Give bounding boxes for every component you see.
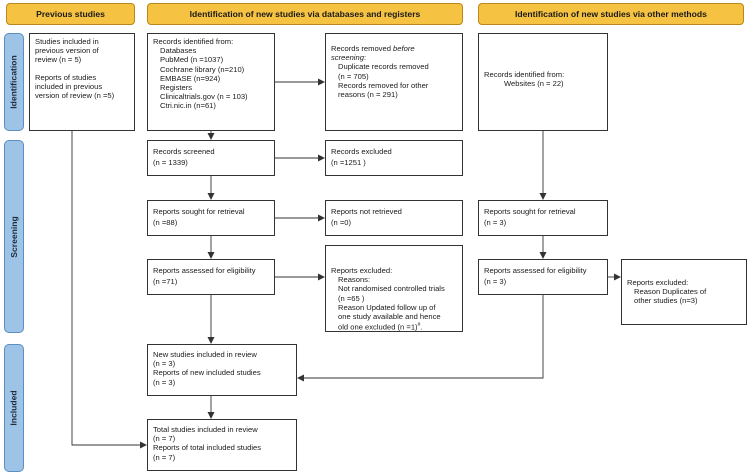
box-line: (n = 3) bbox=[153, 377, 176, 387]
box-line: Records identified from: bbox=[153, 37, 234, 46]
box-line: Reports sought for retrieval bbox=[484, 207, 576, 216]
total-studies-included-box: Total studies included in review (n = 7)… bbox=[147, 419, 297, 471]
box-line: New studies included in review bbox=[153, 350, 257, 359]
box-line: PubMed (n =1037) bbox=[160, 55, 224, 65]
box-line: Reports not retrieved bbox=[331, 207, 402, 216]
box-line: (n = 3) bbox=[484, 277, 507, 287]
box-line: version of review (n =5) bbox=[35, 91, 115, 101]
previous-studies-box: Studies included in previous version of … bbox=[29, 33, 135, 131]
box-line: Reason Updated follow up of bbox=[338, 302, 436, 312]
box-line: Reasons: bbox=[338, 275, 371, 285]
text-run: screening bbox=[331, 53, 364, 63]
new-studies-included-box: New studies included in review (n = 3) R… bbox=[147, 344, 297, 396]
box-line: Reports excluded: bbox=[627, 278, 689, 287]
arrow-previous-to-total bbox=[71, 131, 147, 449]
box-line: Records identified from: bbox=[484, 70, 565, 79]
text-run: Records removed bbox=[331, 44, 394, 53]
reports-sought-box: Reports sought for retrieval (n =88) bbox=[147, 200, 275, 236]
box-line: (n = 3) bbox=[153, 359, 176, 369]
box-line: Databases bbox=[160, 46, 197, 56]
header-previous-studies: Previous studies bbox=[6, 3, 135, 25]
header-databases-registers: Identification of new studies via databa… bbox=[147, 3, 463, 25]
box-line: (n = 705) bbox=[338, 71, 369, 81]
box-line: Websites (n = 22) bbox=[504, 79, 564, 89]
other-reports-sought-box: Reports sought for retrieval (n = 3) bbox=[478, 200, 608, 236]
box-line: Reports sought for retrieval bbox=[153, 207, 245, 216]
text-run: . bbox=[420, 322, 423, 332]
box-line: Reports of new included studies bbox=[153, 368, 261, 378]
box-line: Records screened bbox=[153, 147, 215, 156]
other-records-identified-box: Records identified from: Websites (n = 2… bbox=[478, 33, 608, 131]
box-line: Duplicate records removed bbox=[338, 62, 429, 72]
box-line: Records removed for other bbox=[338, 80, 429, 90]
box-line: one study available and hence bbox=[338, 312, 441, 322]
records-removed-box: Records removed before screening: Duplic… bbox=[325, 33, 463, 131]
other-reports-excluded-box: Reports excluded: Reason Duplicates of o… bbox=[621, 259, 747, 325]
stage-identification: Identification bbox=[4, 33, 24, 131]
box-line: other studies (n=3) bbox=[634, 296, 698, 306]
text-run: old one excluded (n =1) bbox=[338, 322, 418, 332]
box-line: Reports of studies bbox=[35, 72, 97, 82]
records-screened-box: Records screened (n = 1339) bbox=[147, 140, 275, 176]
records-identified-box: Records identified from: Databases PubMe… bbox=[147, 33, 275, 131]
box-line: Registers bbox=[160, 83, 193, 93]
box-line: Studies included in bbox=[35, 37, 99, 46]
other-reports-assessed-box: Reports assessed for eligibility (n = 3) bbox=[478, 259, 608, 295]
box-line: Not randomised controlled trials bbox=[338, 284, 445, 294]
box-line: (n = 7) bbox=[153, 434, 176, 444]
box-line: review (n = 5) bbox=[35, 55, 82, 65]
box-line: (n = 1339) bbox=[153, 158, 188, 168]
box-line: Records excluded bbox=[331, 147, 392, 156]
box-line: reasons (n = 291) bbox=[338, 90, 398, 100]
box-line: Ctri.nic.in (n=61) bbox=[160, 101, 216, 111]
box-line: old one excluded (n =1)#. bbox=[331, 321, 457, 332]
reports-assessed-box: Reports assessed for eligibility (n =71) bbox=[147, 259, 275, 295]
text-run: : bbox=[363, 53, 367, 63]
reports-not-retrieved-box: Reports not retrieved (n =0) bbox=[325, 200, 463, 236]
stage-screening: Screening bbox=[4, 140, 24, 333]
box-line: (n =1251 ) bbox=[331, 158, 366, 168]
box-line: (n =65 ) bbox=[338, 293, 365, 303]
box-line: (n =0) bbox=[331, 218, 352, 228]
box-line: Reason Duplicates of bbox=[634, 287, 707, 297]
box-line: (n = 3) bbox=[484, 218, 507, 228]
box-line: (n =71) bbox=[153, 277, 178, 287]
header-other-methods: Identification of new studies via other … bbox=[478, 3, 744, 25]
text-run: before bbox=[393, 44, 415, 53]
reports-excluded-box: Reports excluded: Reasons: Not randomise… bbox=[325, 245, 463, 332]
box-line: Reports assessed for eligibility bbox=[153, 266, 256, 275]
box-line: Records removed before bbox=[331, 44, 457, 53]
box-line: Reports excluded: bbox=[331, 266, 393, 275]
box-line: (n = 7) bbox=[153, 452, 176, 462]
box-line: screening: bbox=[331, 53, 457, 62]
box-line: Total studies included in review bbox=[153, 425, 258, 434]
box-line: Clinicaltrials.gov (n = 103) bbox=[160, 92, 248, 102]
footnote-mark: # bbox=[417, 322, 421, 329]
box-line: Cochrane library (n=210) bbox=[160, 64, 245, 74]
records-excluded-box: Records excluded (n =1251 ) bbox=[325, 140, 463, 176]
stage-included: Included bbox=[4, 344, 24, 472]
box-line: EMBASE (n=924) bbox=[160, 73, 221, 83]
box-line: included in previous bbox=[35, 81, 103, 91]
box-line: (n =88) bbox=[153, 218, 178, 228]
box-line: previous version of bbox=[35, 46, 99, 56]
box-line: Reports assessed for eligibility bbox=[484, 266, 587, 275]
box-line: Reports of total included studies bbox=[153, 443, 262, 453]
arrow-other-assessed-to-new-included bbox=[297, 295, 544, 382]
